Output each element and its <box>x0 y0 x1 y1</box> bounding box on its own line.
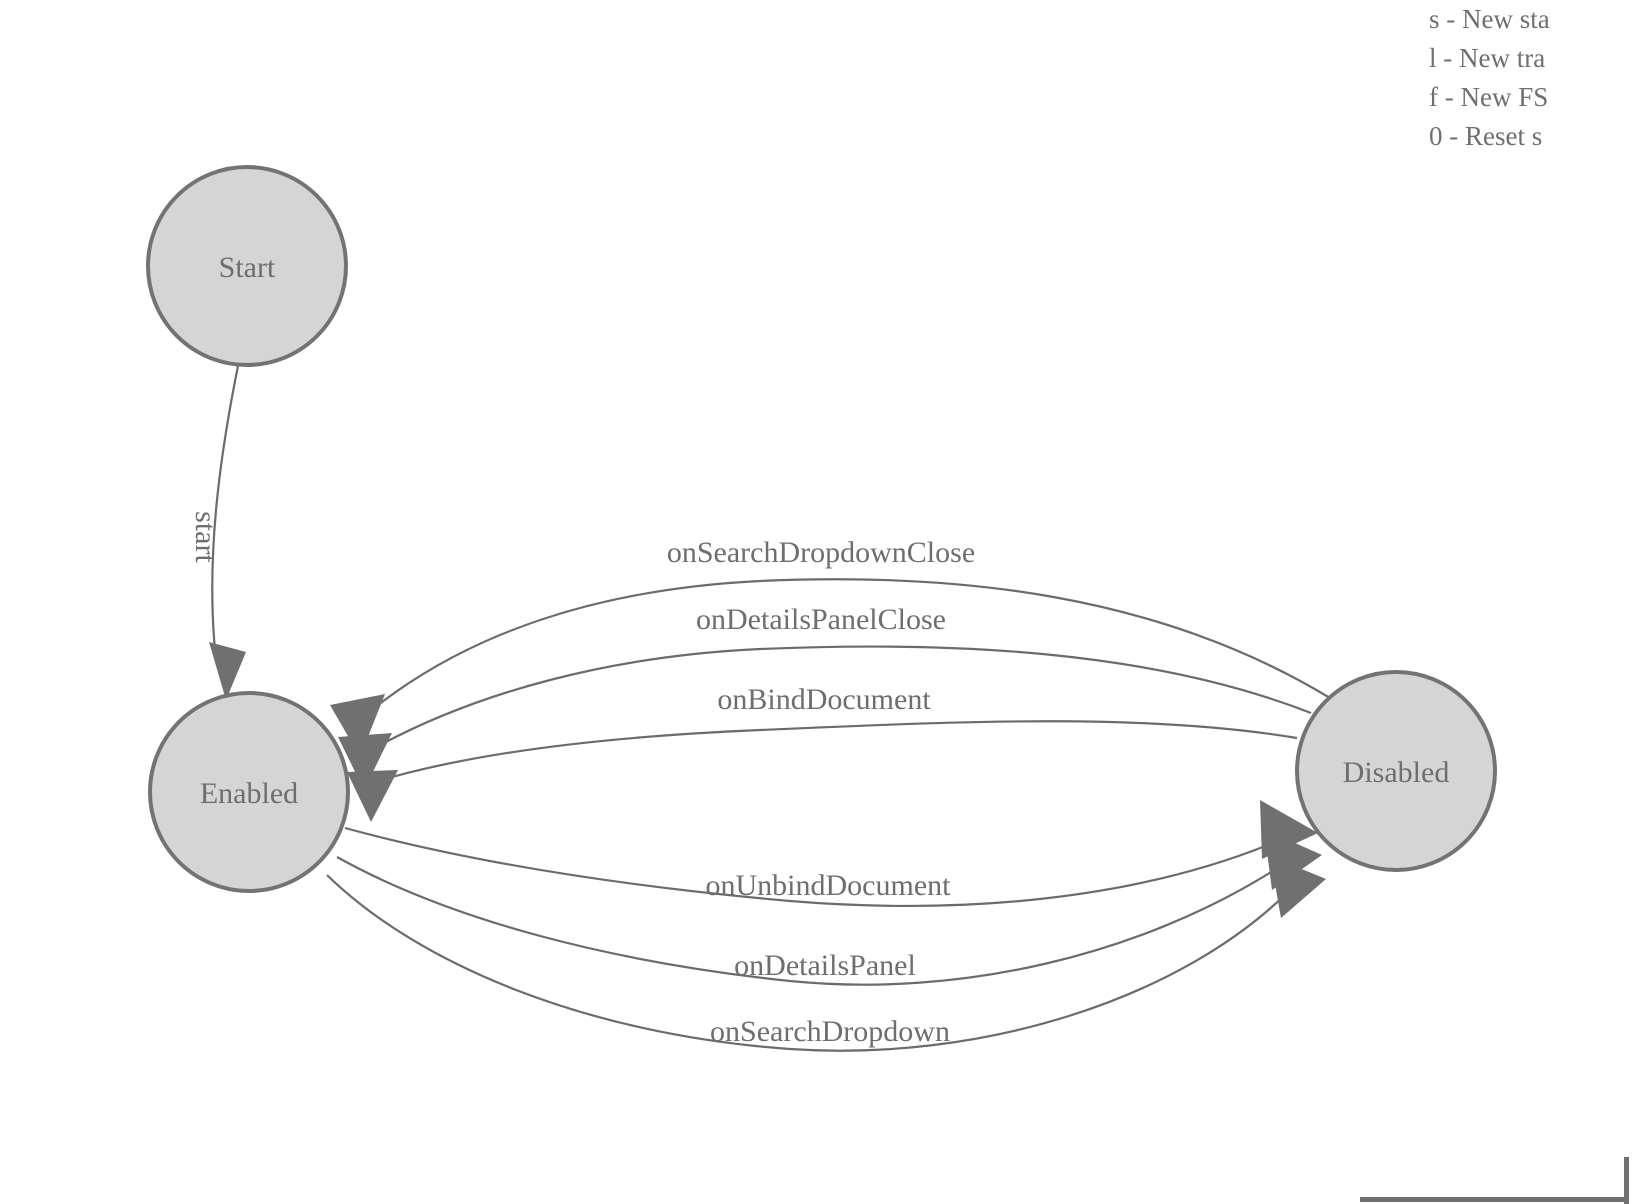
arrowhead-e2 <box>338 733 392 790</box>
node-enabled-label: Enabled <box>200 777 298 810</box>
vertical-scrollbar-thumb[interactable] <box>1624 1157 1629 1204</box>
edge-path-e5 <box>336 856 1277 986</box>
node-start[interactable]: Start <box>146 165 348 367</box>
edge-path-e3 <box>391 720 1298 779</box>
node-enabled-circle[interactable] <box>148 691 350 893</box>
edge-path-e6 <box>326 874 1291 1052</box>
edge-label-onbinddocument: onBindDocument <box>717 683 931 716</box>
edge-path-start <box>211 365 240 661</box>
edge-disabled-to-enabled-binddocument[interactable] <box>347 720 1298 822</box>
edge-enabled-to-disabled-searchdropdown[interactable] <box>326 856 1326 1052</box>
edge-label-ondetailspanel: onDetailsPanel <box>734 949 916 982</box>
node-start-label: Start <box>219 251 276 284</box>
edge-disabled-to-enabled-detailspanelclose[interactable] <box>338 645 1312 790</box>
node-disabled[interactable]: Disabled <box>1295 670 1497 872</box>
node-disabled-circle[interactable] <box>1295 670 1497 872</box>
edge-label-onunbinddocument: onUnbindDocument <box>706 869 952 902</box>
node-disabled-label: Disabled <box>1343 756 1450 789</box>
edge-label-onsearchdropdown: onSearchDropdown <box>710 1015 950 1048</box>
edge-path-e4 <box>344 826 1269 908</box>
arrowhead-into-enabled-top <box>209 642 246 700</box>
edge-label-onsearchdropdownclose: onSearchDropdownClose <box>667 536 975 569</box>
edge-path-e1 <box>372 578 1331 710</box>
arrowhead-e3 <box>347 770 398 822</box>
node-start-circle[interactable] <box>146 165 348 367</box>
edge-path-e2 <box>381 645 1312 745</box>
arrowhead-e1 <box>330 694 385 757</box>
node-enabled[interactable]: Enabled <box>148 691 350 893</box>
horizontal-scrollbar-thumb[interactable] <box>1360 1197 1625 1202</box>
edge-label-start: start <box>189 511 222 563</box>
edge-label-ondetailspanelclose: onDetailsPanelClose <box>696 603 946 636</box>
edge-start-to-enabled[interactable] <box>209 365 246 700</box>
arrowhead-e6 <box>1270 856 1326 918</box>
edge-disabled-to-enabled-searchdropdownclose[interactable] <box>330 578 1331 757</box>
